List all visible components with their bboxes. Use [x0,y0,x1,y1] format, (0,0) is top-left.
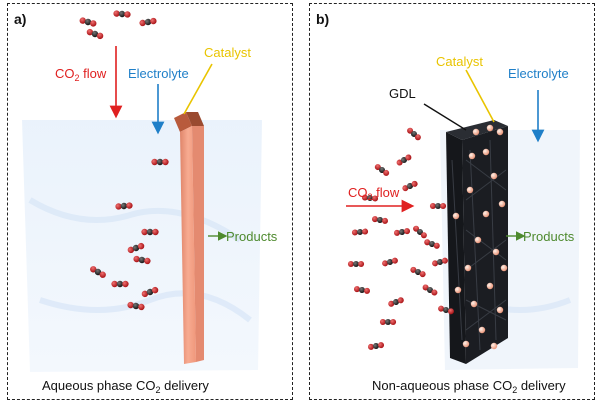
catalyst-particle [474,236,482,244]
catalyst-particle [486,124,494,132]
co2-molecule [393,228,411,236]
co2-molecule [379,319,397,325]
co2-molecule [432,257,448,267]
co2-molecule [429,203,447,209]
panel-b-gdl-electrode [446,120,508,364]
co2-molecule [396,154,412,166]
co2-molecule [407,127,421,141]
co2-molecule [141,228,159,236]
panel-b [309,3,595,400]
co2-molecule [438,305,454,315]
co2-molecule [402,180,418,192]
co2-molecule [127,301,145,311]
co2-molecule [139,17,157,27]
panel-a-co2-molecules [79,10,169,311]
catalyst-particle [468,152,476,160]
co2-molecule [141,286,159,298]
co2-molecule [353,286,371,294]
catalyst-particle [482,148,490,156]
co2-molecule [367,342,385,350]
panel-b-electrolyte-label: Electrolyte [508,66,569,81]
co2-molecule [382,257,398,267]
co2-molecule [374,164,390,176]
co2-molecule [371,216,389,224]
panel-b-gdl-pointer [423,103,467,131]
panel-a-electrode [174,112,204,364]
panel-b-letter: b) [316,11,330,27]
catalyst-particle [464,264,472,272]
co2-molecule [113,10,131,18]
panel-a-letter: a) [14,11,27,27]
catalyst-particle [454,286,462,294]
panel-b-co2-molecules [347,127,454,350]
catalyst-particle [490,342,498,350]
co2-molecule [410,266,426,278]
panel-b-co2-flow-label: CO2 flow [348,185,400,202]
co2-molecule [351,228,369,236]
co2-molecule [422,284,438,296]
catalyst-particle [452,212,460,220]
co2-molecule [115,202,133,210]
co2-molecule [79,17,97,27]
catalyst-particles [452,124,508,350]
catalyst-particle [496,306,504,314]
co2-molecule [151,158,169,166]
co2-molecule [361,194,379,202]
panel-a-caption: Aqueous phase CO2 delivery [42,378,209,395]
panel-a-electrolyte-label: Electrolyte [128,66,189,81]
co2-molecule [347,261,365,267]
catalyst-particle [478,326,486,334]
panel-b-products-label: Products [523,229,575,244]
co2-molecule [424,239,440,249]
catalyst-particle [498,200,506,208]
co2-molecule [133,255,151,265]
catalyst-particle [492,248,500,256]
panel-b-caption: Non-aqueous phase CO2 delivery [372,378,566,395]
catalyst-particle [490,172,498,180]
panel-a-products-label: Products [226,229,278,244]
co2-molecule [90,266,106,278]
panel-b-catalyst-label: Catalyst [436,54,483,69]
co2-molecule [111,280,129,288]
catalyst-particle [466,186,474,194]
panel-a [7,3,293,400]
catalyst-particle [500,264,508,272]
catalyst-particle [470,300,478,308]
panel-a-catalyst-pointer [183,63,213,115]
catalyst-particle [462,340,470,348]
panel-b-gdl-label: GDL [389,86,416,101]
co2-molecule [127,242,145,254]
co2-molecule [388,297,404,307]
catalyst-particle [486,282,494,290]
catalyst-particle [472,128,480,136]
co2-molecule [413,225,427,239]
panel-b-catalyst-pointer [465,69,495,123]
catalyst-particle [496,128,504,136]
catalyst-particle [482,210,490,218]
panel-a-co2-flow-label: CO2 flow [55,66,107,83]
panel-a-catalyst-label: Catalyst [204,45,251,60]
co2-molecule [86,28,104,40]
